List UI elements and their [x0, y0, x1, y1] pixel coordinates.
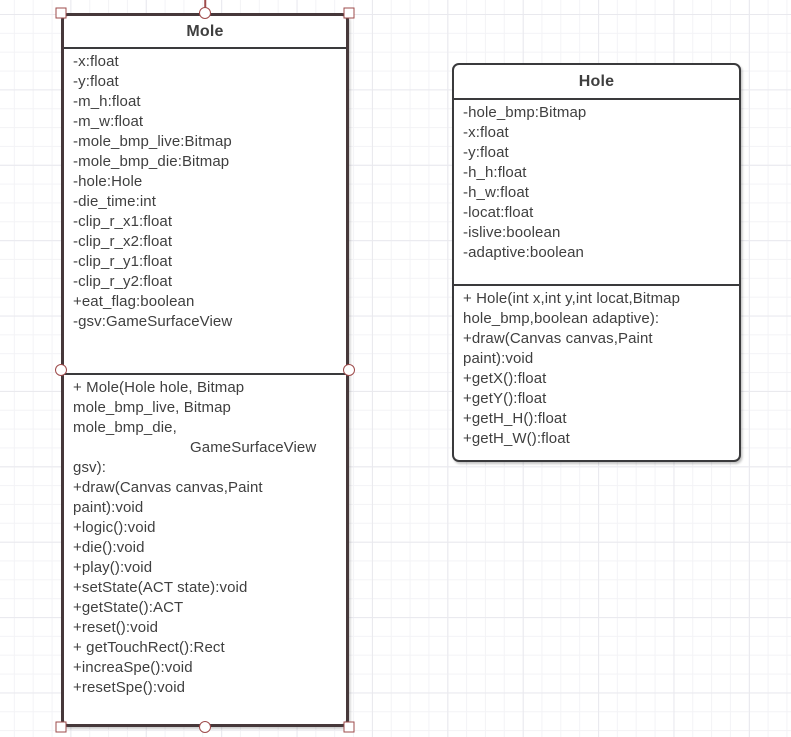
method-line: +resetSpe():void [73, 679, 186, 696]
method-line: GameSurfaceView [190, 439, 317, 456]
hole-methods-compartment: + Hole(int x,int y,int locat,Bitmap hole… [454, 286, 739, 460]
attribute-row: -hole_bmp:Bitmap [463, 104, 587, 121]
attribute-row: -hole:Hole [73, 173, 143, 190]
attribute-row: -y:float [73, 73, 119, 90]
method-line: +getH_H():float [463, 410, 567, 427]
method-line: gsv): [73, 459, 107, 476]
method-line: paint):void [463, 350, 534, 367]
hole-attributes-compartment: -hole_bmp:Bitmap -x:float -y:float -h_h:… [454, 100, 739, 286]
method-line: + Mole(Hole hole, Bitmap [73, 379, 245, 396]
method-line: +setState(ACT state):void [73, 579, 248, 596]
attribute-row: -clip_r_x1:float [73, 213, 173, 230]
method-line: mole_bmp_die, [73, 419, 177, 436]
attribute-row: -gsv:GameSurfaceView [73, 313, 233, 330]
attribute-row: -clip_r_x2:float [73, 233, 173, 250]
uml-class-mole[interactable]: Mole -x:float -y:float -m_h:float -m_w:f… [61, 13, 349, 727]
mole-methods-compartment: + Mole(Hole hole, Bitmap mole_bmp_live, … [64, 375, 346, 724]
method-line: +getY():float [463, 390, 547, 407]
attribute-row: -mole_bmp_die:Bitmap [73, 153, 230, 170]
attribute-row: -locat:float [463, 204, 534, 221]
attribute-row: -die_time:int [73, 193, 157, 210]
method-line: hole_bmp,boolean adaptive): [463, 310, 660, 327]
method-line: +draw(Canvas canvas,Paint [463, 330, 653, 347]
attribute-row: -h_h:float [463, 164, 527, 181]
method-line: + getTouchRect():Rect [73, 639, 225, 656]
method-line: +getH_W():float [463, 430, 570, 447]
method-line: +increaSpe():void [73, 659, 193, 676]
method-line: +logic():void [73, 519, 156, 536]
method-line: paint):void [73, 499, 144, 516]
attribute-row: -mole_bmp_live:Bitmap [73, 133, 232, 150]
method-line: + Hole(int x,int y,int locat,Bitmap [463, 290, 681, 307]
method-line: +play():void [73, 559, 153, 576]
method-line: +getX():float [463, 370, 547, 387]
attribute-row: -clip_r_y1:float [73, 253, 173, 270]
attribute-row: -x:float [73, 53, 119, 70]
method-line: +getState():ACT [73, 599, 184, 616]
attribute-row: -islive:boolean [463, 224, 561, 241]
attribute-row: -clip_r_y2:float [73, 273, 173, 290]
rotation-handle-stem [204, 0, 206, 10]
class-title-hole: Hole [454, 65, 739, 100]
uml-class-hole[interactable]: Hole -hole_bmp:Bitmap -x:float -y:float … [452, 63, 741, 462]
attribute-row: -h_w:float [463, 184, 530, 201]
method-line: mole_bmp_live, Bitmap [73, 399, 232, 416]
attribute-row: -m_h:float [73, 93, 141, 110]
attribute-row: +eat_flag:boolean [73, 293, 195, 310]
class-title-mole: Mole [64, 16, 346, 49]
mole-attributes-compartment: -x:float -y:float -m_h:float -m_w:float … [64, 49, 346, 375]
attribute-row: -adaptive:boolean [463, 244, 584, 261]
method-line: +reset():void [73, 619, 159, 636]
attribute-row: -m_w:float [73, 113, 144, 130]
method-line: +die():void [73, 539, 145, 556]
attribute-row: -x:float [463, 124, 509, 141]
attribute-row: -y:float [463, 144, 509, 161]
method-line: +draw(Canvas canvas,Paint [73, 479, 263, 496]
